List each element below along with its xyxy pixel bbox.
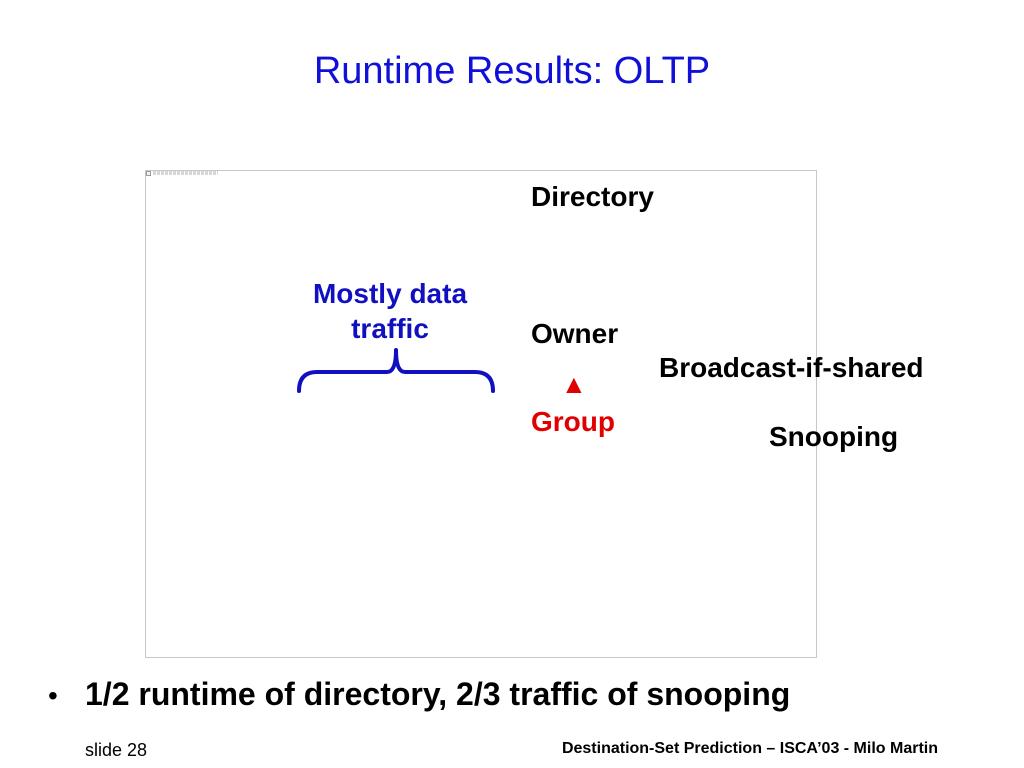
chart-frame <box>145 170 817 658</box>
bullet-text: 1/2 runtime of directory, 2/3 traffic of… <box>85 676 791 712</box>
label-snooping: Snooping <box>769 421 899 452</box>
callout-line-2: traffic <box>351 313 429 344</box>
label-broadcast-if-shared: Broadcast-if-shared <box>659 352 924 383</box>
broken-image-icon <box>146 171 151 176</box>
slide-title: Runtime Results: OLTP <box>313 50 711 92</box>
label-group: Group <box>531 406 615 437</box>
callout-line-1: Mostly data <box>312 278 468 309</box>
label-owner: Owner <box>531 318 619 349</box>
label-directory: Directory <box>531 181 654 212</box>
callout-mostly-data-traffic: Mostly data traffic <box>280 276 500 346</box>
footer-citation: Destination-Set Prediction – ISCA’03 - M… <box>561 740 938 757</box>
group-marker-triangle: ▲ <box>561 369 587 399</box>
chart-placeholder-text <box>153 171 218 175</box>
slide-number: slide 28 <box>85 740 148 760</box>
bullet-item: • 1/2 runtime of directory, 2/3 traffic … <box>48 676 790 713</box>
curly-brace <box>297 348 495 393</box>
bullet-dot: • <box>48 680 58 711</box>
